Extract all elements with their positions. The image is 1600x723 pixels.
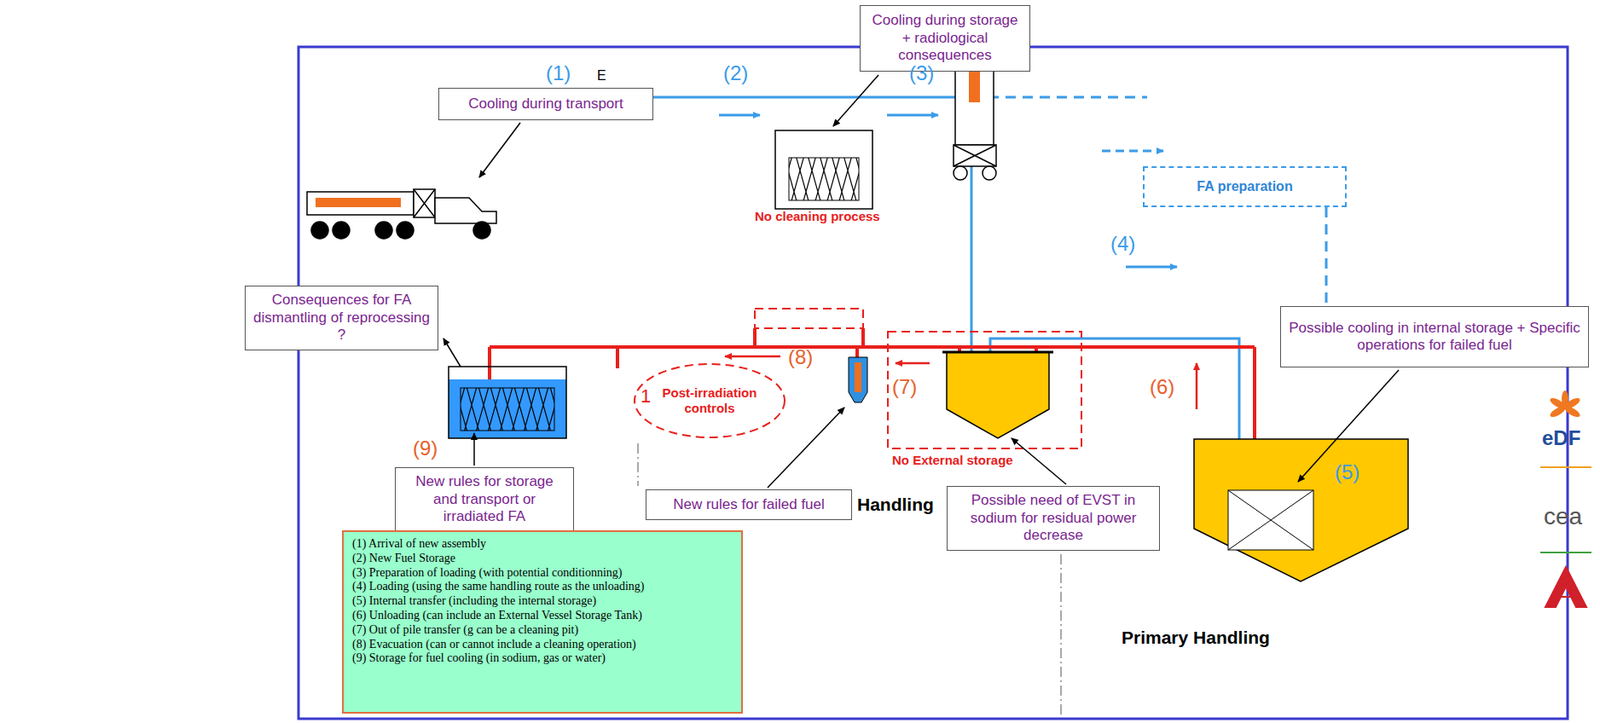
callout-number: (3) xyxy=(909,61,934,86)
legend-line: (6) Unloading (can include an External V… xyxy=(352,608,733,624)
callout-number: (7) xyxy=(892,375,917,400)
callout-number: (9) xyxy=(412,436,438,461)
box-text: Cooling during storage + radiological co… xyxy=(867,11,1023,64)
box-text: Cooling during transport xyxy=(446,95,646,113)
legend-line: (1) Arrival of new assembly xyxy=(352,537,733,552)
box-text: Consequences for FA dismantling of repro… xyxy=(252,291,431,344)
legend-line: (8) Evacuation (can or cannot include a … xyxy=(352,637,733,653)
unloading-route xyxy=(489,328,1255,491)
callout-number: (1) xyxy=(545,61,571,86)
area-label: Handling xyxy=(857,494,934,516)
tank-lid xyxy=(942,351,1054,354)
note-label: No cleaning process xyxy=(754,208,881,224)
cooling-pool xyxy=(448,366,567,439)
areva-logo xyxy=(1545,567,1587,608)
note-label: No External storage xyxy=(890,452,1015,468)
callout-number: (5) xyxy=(1334,460,1360,485)
legend-box: (1) Arrival of new assembly(2) New Fuel … xyxy=(342,530,743,714)
leader-line xyxy=(443,75,1399,488)
logo-divider xyxy=(1540,466,1592,469)
legend-line: (3) Preparation of loading (with potenti… xyxy=(352,566,733,581)
legend-line: (9) Storage for fuel cooling (in sodium,… xyxy=(352,651,733,667)
callout-box: New rules for storage and transport or i… xyxy=(394,467,574,533)
legend-line: (4) Loading (using the same handling rou… xyxy=(352,579,733,595)
callout-box: Cooling during storage + radiological co… xyxy=(859,5,1031,72)
new-fuel-storage xyxy=(775,130,873,209)
edf-logo xyxy=(1548,390,1583,419)
area-label: Primary Handling xyxy=(1121,627,1270,649)
transfer-flask xyxy=(848,357,868,403)
box-text: FA preparation xyxy=(1151,179,1339,195)
callout-number: (4) xyxy=(1110,231,1136,256)
callout-box: Consequences for FA dismantling of repro… xyxy=(244,285,439,351)
marker-letter: E xyxy=(597,68,607,84)
legend-line: (2) New Fuel Storage xyxy=(352,551,733,567)
evst-tank xyxy=(946,352,1050,439)
callout-box: New rules for failed fuel xyxy=(645,489,853,521)
callout-number: (8) xyxy=(788,345,813,370)
process-box: FA preparation xyxy=(1142,166,1347,208)
box-text: Possible need of EVST in sodium for resi… xyxy=(954,492,1153,545)
callout-number: 1 xyxy=(640,385,651,407)
callout-number: (2) xyxy=(723,61,748,86)
transport-truck xyxy=(307,189,497,239)
legend-line: (5) Internal transfer (including the int… xyxy=(352,594,733,609)
callout-box: Cooling during transport xyxy=(438,87,654,121)
logo-divider xyxy=(1540,551,1592,554)
box-text: Post-irradiation controls xyxy=(649,385,770,417)
callout-box: Possible need of EVST in sodium for resi… xyxy=(946,486,1160,551)
logo-text: eDF xyxy=(1542,426,1581,451)
loading-route xyxy=(499,97,1327,491)
process-ellipse: Post-irradiation controls xyxy=(632,362,787,440)
frame xyxy=(298,46,1568,719)
legend-line: (7) Out of pile transfer (g can be a cle… xyxy=(352,623,733,638)
logo-text: cea xyxy=(1543,503,1583,531)
box-text: Possible cooling in internal storage + S… xyxy=(1287,319,1582,355)
reactor-vessel xyxy=(1194,439,1409,582)
box-text: New rules for failed fuel xyxy=(653,496,845,514)
callout-box: Possible cooling in internal storage + S… xyxy=(1280,306,1589,368)
callout-number: (6) xyxy=(1149,375,1175,400)
box-text: New rules for storage and transport or i… xyxy=(402,473,567,526)
dashed-boundary xyxy=(754,308,1082,449)
